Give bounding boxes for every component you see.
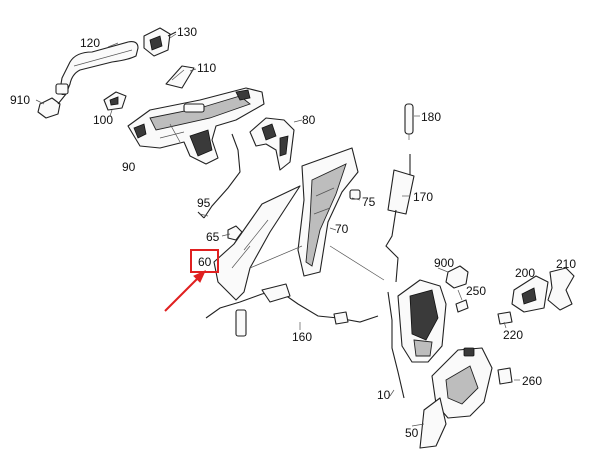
- label-260: 260: [522, 374, 542, 388]
- part-70-trim-panel: [297, 147, 359, 277]
- label-170: 170: [413, 190, 433, 204]
- label-180: 180: [421, 110, 441, 124]
- label-910: 910: [10, 93, 30, 107]
- part-910-handle-cap: [37, 93, 67, 119]
- part-900-plug: [445, 265, 469, 289]
- part-120-door-handle: [55, 41, 139, 96]
- label-160: 160: [292, 330, 312, 344]
- label-200: 200: [515, 266, 535, 280]
- label-95: 95: [197, 196, 211, 210]
- label-50: 50: [405, 426, 419, 440]
- part-labels: 120 130 110 910 100 90 80 180 95 75 170 …: [10, 25, 576, 440]
- part-60-cover-plate: [213, 185, 301, 301]
- part-100-gasket: [103, 91, 127, 111]
- label-10: 10: [377, 388, 391, 402]
- label-100: 100: [93, 113, 113, 127]
- part-95-rod: [197, 133, 241, 219]
- label-250: 250: [466, 284, 486, 298]
- label-120: 120: [80, 36, 100, 50]
- part-50-actuator: [419, 347, 493, 449]
- part-75-clip: [349, 189, 361, 200]
- label-65: 65: [206, 230, 220, 244]
- label-75: 75: [362, 195, 376, 209]
- part-210-plate: [547, 267, 575, 311]
- label-70: 70: [335, 222, 349, 236]
- part-10-door-lock: [387, 279, 447, 399]
- part-170-rod: [385, 154, 415, 283]
- part-260-screw: [497, 367, 513, 385]
- highlight-callout: [164, 249, 219, 312]
- part-80-bracket: [249, 117, 295, 171]
- label-90: 90: [122, 160, 136, 174]
- label-110: 110: [197, 61, 216, 75]
- highlight-arrow: [164, 274, 202, 312]
- label-900: 900: [434, 256, 454, 270]
- label-130: 130: [177, 25, 197, 39]
- highlight-arrowhead: [193, 269, 207, 283]
- part-250-screw: [455, 299, 469, 313]
- part-110-gasket: [165, 65, 195, 89]
- part-90-handle-carrier: [127, 87, 265, 165]
- part-130-cover: [143, 27, 177, 57]
- label-80: 80: [302, 113, 316, 127]
- part-200-striker: [511, 275, 549, 313]
- part-180-pin: [404, 103, 414, 140]
- part-220-screw: [497, 311, 513, 325]
- leader-lines: [35, 33, 520, 427]
- label-210: 210: [556, 257, 576, 271]
- label-220: 220: [503, 328, 523, 342]
- label-60: 60: [198, 255, 212, 269]
- part-160-cable: [205, 283, 379, 337]
